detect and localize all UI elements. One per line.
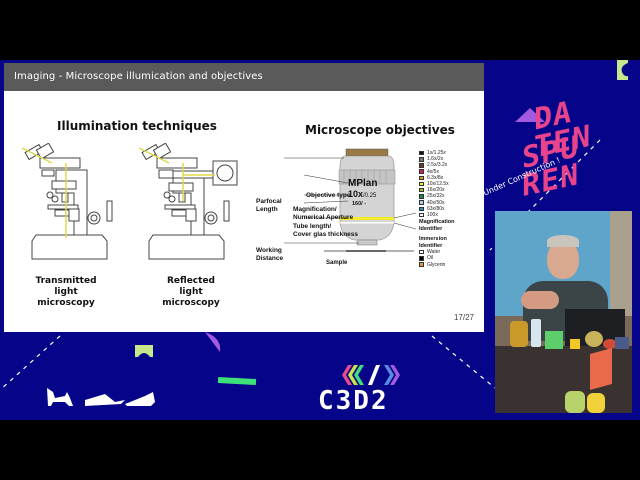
legend-item: 40x/50x xyxy=(419,200,454,206)
legend-item: 4x/5x xyxy=(419,169,454,175)
label-parfocal-length: Parfocal Length xyxy=(256,198,282,213)
legend-item: Oil xyxy=(419,255,454,261)
illumination-title: Illumination techniques xyxy=(57,119,217,133)
legend-item: Glycerin xyxy=(419,261,454,268)
objectives-title: Microscope objectives xyxy=(305,123,455,137)
reflected-caption: Reflected light microscopy xyxy=(162,276,220,308)
label-objective-type: Objective type xyxy=(306,192,351,199)
label-working-distance: Working Distance xyxy=(256,247,284,262)
legend-item: 1.6x/2x xyxy=(419,156,454,162)
datenspuren-logo: DA TEN SPU REN xyxy=(522,94,592,205)
reflected-microscope-illustration xyxy=(138,143,238,260)
legend-item: 100x xyxy=(419,212,454,218)
legend-item: 25x/32x xyxy=(419,193,454,199)
hacker-animals-logo xyxy=(47,388,155,406)
page-number: 17/27 xyxy=(453,313,474,322)
speaker-video-feed xyxy=(495,211,632,413)
legend-item: 16x/20x xyxy=(419,187,454,193)
objective-illustration: MPlan 10x /0.25 160/ - xyxy=(284,148,417,252)
legend-item: Water xyxy=(419,249,454,255)
label-magnification-na: Magnification/ Numerical Aperture xyxy=(293,206,354,221)
svg-text:160/ -: 160/ - xyxy=(352,201,366,207)
legend-item: 2.5x/3.2x xyxy=(419,162,454,168)
svg-text:/0.25: /0.25 xyxy=(363,193,377,199)
label-tube-length: Tube length/ Cover glas thickness xyxy=(293,223,359,238)
legend-item: 1x/1.25x xyxy=(419,150,454,156)
legend-item: 10x/12.5x xyxy=(419,181,454,187)
legend-item: 63x/80x xyxy=(419,206,454,212)
legend-item: 6.3x/8x xyxy=(419,175,454,181)
presentation-slide: Imaging - Microscope illumication and ob… xyxy=(4,63,484,332)
triangle-decoration xyxy=(515,108,545,122)
svg-text:MPlan: MPlan xyxy=(348,178,377,189)
magnification-legend: 1x/1.25x 1.6x/2x 2.5x/3.2x 4x/5x 6.3x/8x… xyxy=(419,150,454,268)
label-sample: Sample xyxy=(326,260,348,266)
slide-header: Imaging - Microscope illumication and ob… xyxy=(4,63,484,91)
svg-text:10x: 10x xyxy=(348,189,363,199)
transmitted-microscope-illustration xyxy=(21,143,113,260)
c3d2-logo: C3D2 xyxy=(318,360,438,420)
label-immersion-identifier: Immersion Identifier xyxy=(419,236,447,249)
stream-background: Imaging - Microscope illumication and ob… xyxy=(0,60,640,420)
c3d2-chevrons-icon xyxy=(342,365,400,385)
transmitted-caption: Transmitted light microscopy xyxy=(35,276,97,308)
label-magnification-identifier: Magnification Identifier xyxy=(419,219,455,232)
